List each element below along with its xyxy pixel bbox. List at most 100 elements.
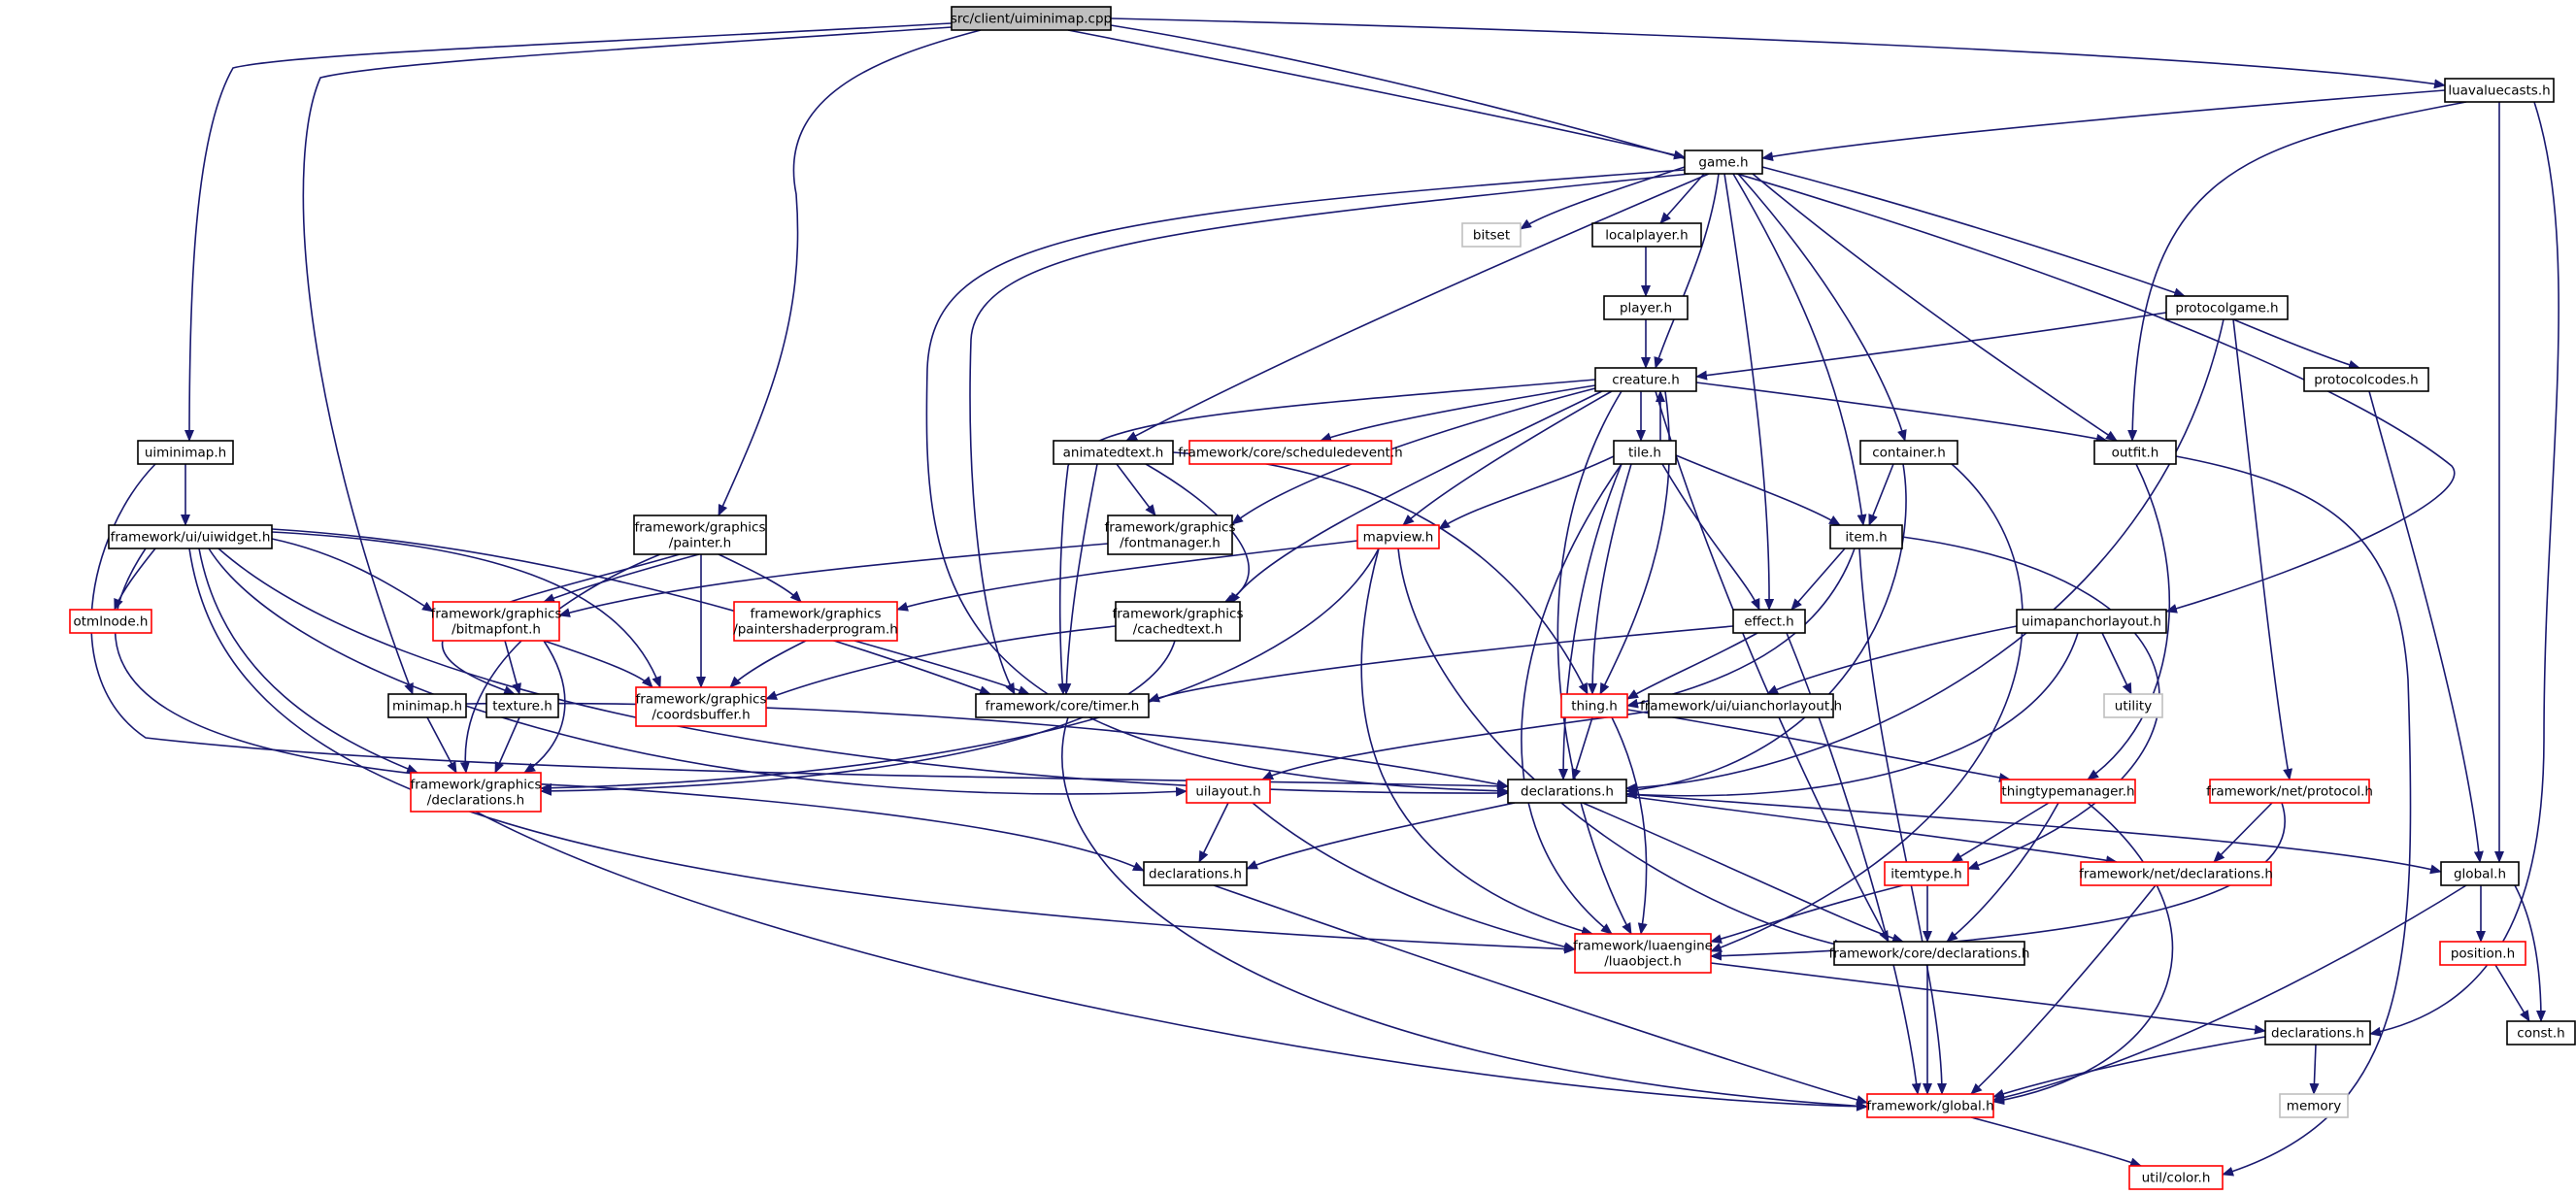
node-bitmapfont[interactable]: framework/graphics/bitmapfont.h — [431, 601, 562, 642]
node-paintershader[interactable]: framework/graphics/paintershaderprogram.… — [733, 601, 898, 642]
node-creature[interactable]: creature.h — [1594, 367, 1697, 392]
node-container[interactable]: container.h — [1859, 440, 1958, 465]
node-fontmanager[interactable]: framework/graphics/fontmanager.h — [1105, 515, 1236, 555]
node-effect[interactable]: effect.h — [1732, 609, 1806, 634]
node-utility[interactable]: utility — [2103, 693, 2163, 718]
node-coordsbuffer[interactable]: framework/graphics/coordsbuffer.h — [635, 686, 767, 727]
node-netprotocol[interactable]: framework/net/protocol.h — [2206, 779, 2373, 804]
node-uiwidget[interactable]: framework/ui/uiwidget.h — [108, 524, 273, 549]
node-box — [633, 515, 767, 555]
node-label: util/color.h — [2142, 1171, 2211, 1186]
node-box — [1603, 295, 1689, 320]
node-animatedtext[interactable]: animatedtext.h — [1053, 440, 1174, 465]
node-memory[interactable]: memory — [2279, 1093, 2349, 1118]
edge-minimap-to-gfxdecl — [426, 716, 457, 774]
edge-position-to-const — [2494, 964, 2530, 1022]
node-color[interactable]: util/color.h — [2128, 1165, 2224, 1190]
edge-cachedtext-to-coordsbuffer — [765, 625, 1117, 700]
node-label: framework/graphics — [751, 607, 882, 622]
node-item[interactable]: item.h — [1829, 524, 1903, 549]
node-label: protocolgame.h — [2175, 301, 2278, 316]
node-label: uilayout.h — [1195, 784, 1260, 800]
node-const[interactable]: const.h — [2506, 1020, 2576, 1046]
node-coredecl[interactable]: framework/core/declarations.h — [1829, 941, 2030, 966]
node-timer[interactable]: framework/core/timer.h — [975, 693, 1150, 718]
node-bitset[interactable]: bitset — [1461, 222, 1522, 248]
node-label: framework/graphics — [431, 607, 562, 622]
node-gfxdecl[interactable]: framework/graphics/declarations.h — [410, 772, 542, 813]
edge-mapview-to-coredecl — [1397, 548, 1846, 949]
node-uiminimap[interactable]: uiminimap.h — [137, 440, 234, 465]
edge-root-to-painter — [718, 29, 982, 516]
edge-game-to-localplayer — [1659, 173, 1705, 224]
node-decl_std[interactable]: declarations.h — [2264, 1020, 2371, 1046]
node-label: animatedtext.h — [1063, 446, 1164, 461]
edge-uimapanchor-to-utility — [2101, 632, 2132, 695]
node-protocolgame[interactable]: protocolgame.h — [2165, 295, 2289, 320]
edge-decl_main-to-decl_ui — [1246, 802, 1516, 870]
node-decl_ui[interactable]: declarations.h — [1143, 861, 1248, 886]
edge-game-to-protocolgame — [1761, 166, 2186, 298]
edge-global-to-const — [2514, 884, 2546, 1022]
node-position[interactable]: position.h — [2439, 941, 2526, 966]
node-global[interactable]: global.h — [2440, 861, 2520, 886]
node-tile[interactable]: tile.h — [1613, 440, 1677, 465]
node-fwglobal[interactable]: framework/global.h — [1866, 1093, 1994, 1118]
node-root[interactable]: src/client/uiminimap.cpp — [951, 6, 1112, 31]
edge-root-to-game — [1067, 29, 1686, 160]
edge-uiminimap-to-decl_main — [90, 463, 1509, 791]
edge-uianchor-to-uilayout — [1261, 711, 1650, 780]
node-label: protocolcodes.h — [2314, 373, 2419, 388]
node-uilayout[interactable]: uilayout.h — [1186, 779, 1271, 804]
node-texture[interactable]: texture.h — [485, 693, 559, 718]
edge-game-to-item — [1732, 173, 1867, 526]
edge-mapview-to-luaobject — [1360, 548, 1593, 936]
node-netdecl[interactable]: framework/net/declarations.h — [2079, 861, 2273, 886]
node-otmlnode[interactable]: otmlnode.h — [69, 609, 152, 634]
node-box — [108, 524, 273, 549]
edge-thingtypemgr-to-itemtype — [1951, 802, 2050, 863]
node-box — [2303, 367, 2429, 392]
node-box — [1574, 933, 1712, 974]
node-decl_main[interactable]: declarations.h — [1507, 779, 1627, 804]
node-luaobject[interactable]: framework/luaengine/luaobject.h — [1573, 933, 1713, 974]
edge-tile-to-luaobject — [1521, 463, 1623, 935]
node-label: game.h — [1698, 155, 1748, 171]
node-game[interactable]: game.h — [1684, 149, 1763, 175]
edge-uimapanchor-to-decl_main — [1625, 632, 2079, 800]
node-itemtype[interactable]: itemtype.h — [1884, 861, 1969, 886]
node-uimapanchor[interactable]: uimapanchorlayout.h — [2016, 609, 2167, 634]
node-uianchor[interactable]: framework/ui/uianchorlayout.h — [1640, 693, 1842, 718]
edge-creature-to-scheduledevent — [1320, 384, 1596, 443]
node-label: src/client/uiminimap.cpp — [951, 12, 1112, 27]
edge-fwglobal-to-color — [1970, 1116, 2142, 1167]
node-outfit[interactable]: outfit.h — [2093, 440, 2177, 465]
edge-fontmanager-to-bitmapfont — [558, 543, 1109, 617]
node-box — [2000, 779, 2136, 804]
edge-creature-to-luaobject — [1556, 390, 1632, 935]
node-cachedtext[interactable]: framework/graphics/cachedtext.h — [1113, 601, 1244, 642]
node-box — [485, 693, 559, 718]
node-box — [432, 601, 560, 642]
node-label: luavaluecasts.h — [2448, 83, 2550, 99]
node-label: /coordsbuffer.h — [652, 708, 750, 723]
node-box — [2439, 941, 2526, 966]
node-label: otmlnode.h — [74, 614, 149, 630]
edge-game-to-container — [1737, 173, 1907, 442]
node-thingtypemgr[interactable]: thingtypemanager.h — [2000, 779, 2136, 804]
node-player[interactable]: player.h — [1603, 295, 1689, 320]
node-box — [1884, 861, 1969, 886]
node-scheduledevent[interactable]: framework/core/scheduledevent.h — [1178, 440, 1403, 465]
edge-effect-to-timer — [1148, 625, 1734, 703]
node-localplayer[interactable]: localplayer.h — [1591, 222, 1702, 248]
node-painter[interactable]: framework/graphics/painter.h — [633, 515, 767, 555]
node-minimap[interactable]: minimap.h — [387, 693, 467, 718]
node-mapview[interactable]: mapview.h — [1356, 524, 1440, 549]
node-luavaluecasts[interactable]: luavaluecasts.h — [2444, 78, 2555, 103]
node-thing[interactable]: thing.h — [1560, 693, 1628, 718]
node-box — [137, 440, 234, 465]
edge-outfit-to-thingtypemgr — [2087, 463, 2171, 780]
node-box — [975, 693, 1150, 718]
node-box — [1594, 367, 1697, 392]
node-protocolcodes[interactable]: protocolcodes.h — [2303, 367, 2429, 392]
